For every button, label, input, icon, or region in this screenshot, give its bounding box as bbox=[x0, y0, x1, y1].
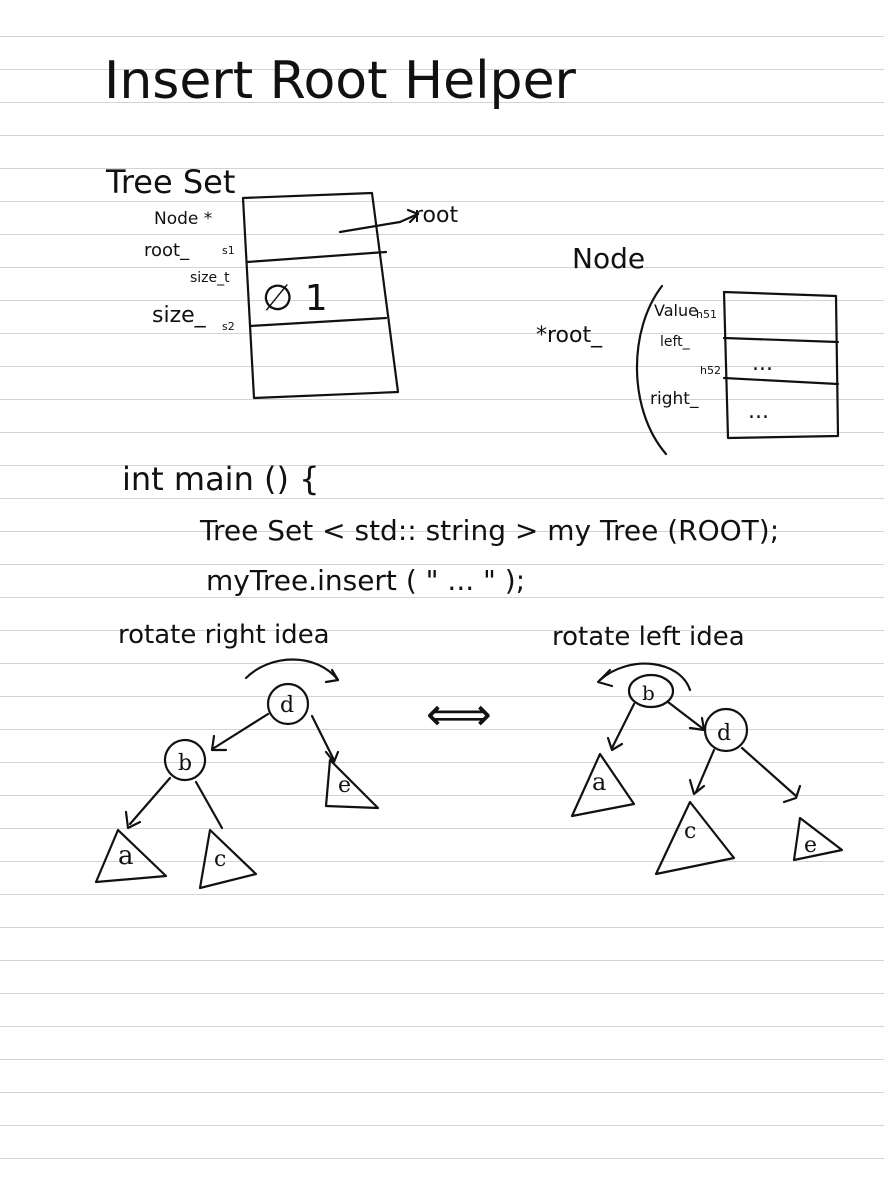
addr-left: h51 bbox=[696, 308, 717, 321]
equivalence-arrow: ⟺ bbox=[426, 687, 492, 741]
addr-right: h52 bbox=[700, 364, 721, 377]
rl-node-a: a bbox=[592, 768, 606, 796]
code-line-3: myTree.insert ( " ... " ); bbox=[206, 564, 525, 597]
label-size-t: size_t bbox=[190, 270, 230, 286]
rotate-left-tree bbox=[570, 662, 844, 876]
label-left: left_ bbox=[660, 334, 691, 350]
rr-node-b: b bbox=[178, 751, 192, 776]
node-heading: Node bbox=[572, 242, 645, 275]
rl-node-e: e bbox=[804, 833, 817, 858]
label-root: root_ bbox=[144, 240, 190, 261]
code-line-1: int main () { bbox=[122, 460, 320, 498]
tree-set-heading: Tree Set bbox=[105, 163, 235, 201]
root-arrow-label: root bbox=[414, 203, 458, 228]
size-value: ∅ 1 bbox=[262, 278, 328, 319]
rr-node-d: d bbox=[280, 693, 294, 718]
right-value: ... bbox=[748, 399, 769, 424]
node-memory-box bbox=[722, 290, 840, 440]
rl-node-b: b bbox=[642, 681, 655, 705]
label-right: right_ bbox=[650, 389, 699, 409]
rotate-right-label: rotate right idea bbox=[118, 620, 330, 650]
rr-node-a: a bbox=[118, 841, 134, 871]
rotate-right-tree bbox=[94, 658, 380, 890]
addr-size: s2 bbox=[222, 320, 235, 333]
rl-node-d: d bbox=[717, 721, 731, 746]
rotate-left-label: rotate left idea bbox=[552, 622, 745, 652]
root-pointer-label: *root_ bbox=[536, 323, 603, 348]
addr-root: s1 bbox=[222, 244, 235, 257]
rr-node-e: e bbox=[338, 773, 351, 798]
label-size: size_ bbox=[152, 303, 207, 328]
rl-node-c: c bbox=[684, 819, 696, 844]
node-brace bbox=[635, 284, 668, 456]
rr-node-c: c bbox=[214, 847, 226, 872]
page-title: Insert Root Helper bbox=[104, 51, 577, 111]
label-node-ptr: Node * bbox=[154, 209, 212, 229]
tree-set-memory-box bbox=[241, 191, 400, 400]
root-pointer-arrow bbox=[338, 208, 420, 234]
left-value: ... bbox=[752, 351, 773, 376]
code-line-2: Tree Set < std:: string > my Tree (ROOT)… bbox=[199, 514, 779, 547]
label-value: Value bbox=[654, 301, 698, 320]
